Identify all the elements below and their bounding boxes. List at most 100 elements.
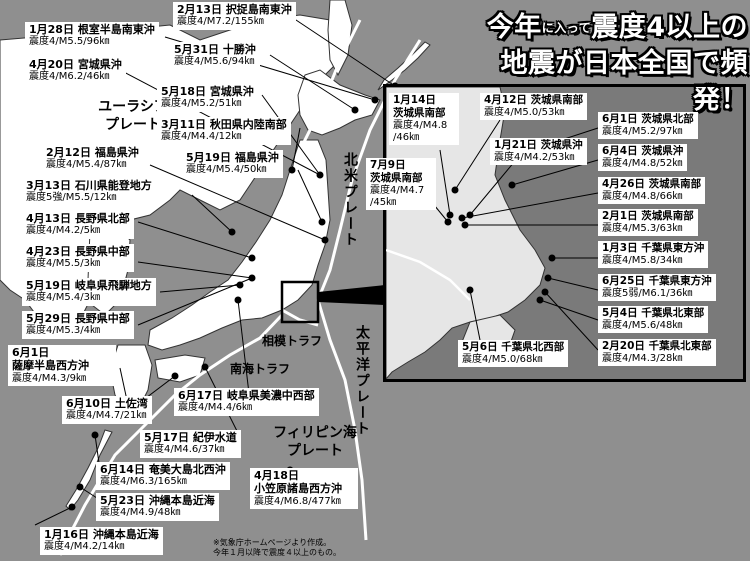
quake-place: 茨城県沖 xyxy=(641,145,684,157)
quake-place: 小笠原諸島西方沖 xyxy=(254,482,342,496)
eurasia-na-boundary xyxy=(280,19,362,310)
quake-detail: 震度4/M5.6/48㎞ xyxy=(602,319,683,331)
quake-detail: 震度4/M5.3/4㎞ xyxy=(26,325,100,337)
quake-place: 択捉島南東沖 xyxy=(225,3,292,16)
sagami-trough-label: 相模トラフ xyxy=(262,334,323,348)
inset-quake-label: 1月14日茨城県南部震度4/M4.8 /46㎞ xyxy=(389,93,459,145)
quake-date: 4月20日 xyxy=(29,58,74,71)
quake-detail: 震度4/M6.3/165㎞ xyxy=(100,476,187,488)
quake-label: 5月19日 福島県沖震度4/M5.4/50㎞ xyxy=(182,150,283,178)
quake-detail: 震度4/M4.7 /45㎞ xyxy=(370,184,425,208)
inset-quake-label: 2月1日 茨城県南部震度4/M5.3/63㎞ xyxy=(598,209,698,236)
quake-date: 5月19日 xyxy=(186,151,231,164)
quake-detail: 震度4/M5.4/87㎞ xyxy=(46,159,127,171)
quake-detail: 震度4/M5.0/53㎞ xyxy=(484,106,565,118)
quake-date: 4月13日 xyxy=(26,212,71,225)
quake-detail: 震度4/M4.6/37㎞ xyxy=(144,444,225,456)
quake-place: 茨城県南部 xyxy=(530,94,584,106)
quake-place: 茨城県南部 xyxy=(370,171,423,184)
inset-quake-label: 5月4日 千葉県北東部震度4/M5.6/48㎞ xyxy=(598,306,709,333)
inset-quake-label: 4月26日 茨城県南部震度4/M4.8/66㎞ xyxy=(598,177,706,204)
quake-place: 根室半島南東沖 xyxy=(77,23,155,36)
philippine-plate-label: フィリピン海 プレート xyxy=(273,425,357,459)
quake-detail: 震度4/M6.2/46㎞ xyxy=(29,71,110,83)
quake-label: 3月11日 秋田県内陸南部震度4/M4.4/12㎞ xyxy=(157,117,291,145)
quake-date: 6月4日 xyxy=(602,145,638,157)
headline-part: 震度4以上の xyxy=(591,12,748,43)
quake-label: 5月19日 岐阜県飛騨地方震度4/M5.4/3㎞ xyxy=(22,278,156,306)
inset-quake-label: 7月9日茨城県南部震度4/M4.7 /45㎞ xyxy=(366,158,436,210)
quake-date: 5月29日 xyxy=(26,312,71,325)
quake-detail: 震度4/M4.4/6㎞ xyxy=(178,402,252,414)
quake-place: 茨城県北部 xyxy=(641,113,694,125)
quake-date: 6月1日 xyxy=(602,113,638,125)
quake-date: 5月6日 xyxy=(462,341,498,353)
quake-place: 土佐湾 xyxy=(114,397,148,410)
quake-label: 5月23日 沖縄本島近海震度4/M4.9/48㎞ xyxy=(96,493,219,521)
quake-detail: 震度4/M4.3/9㎞ xyxy=(12,372,86,384)
inset-quake-label: 6月4日 茨城県沖震度4/M4.8/52㎞ xyxy=(598,144,688,171)
quake-label: 4月20日 宮城県沖震度4/M6.2/46㎞ xyxy=(25,57,126,85)
quake-place: 沖縄本島近海 xyxy=(148,494,215,507)
inset-quake-label: 2月20日 千葉県北東部震度4/M4.3/28㎞ xyxy=(598,339,716,366)
quake-date: 1月21日 xyxy=(494,139,537,151)
quake-date: 5月19日 xyxy=(26,279,71,292)
quake-date: 1月3日 xyxy=(602,242,638,254)
quake-place: 千葉県東方沖 xyxy=(648,275,712,287)
nankai-trough xyxy=(58,313,284,556)
quake-detail: 震度4/M5.2/51㎞ xyxy=(161,98,242,110)
quake-label: 4月18日小笠原諸島西方沖震度4/M6.8/477㎞ xyxy=(250,468,358,509)
quake-date: 4月18日 xyxy=(254,469,299,482)
inset-quake-label: 1月21日 茨城県沖震度4/M4.2/53㎞ xyxy=(490,138,587,165)
quake-label: 2月13日 択捉島南東沖震度4/M7.2/155㎞ xyxy=(173,2,296,30)
quake-date: 6月17日 xyxy=(178,389,223,402)
quake-date: 4月12日 xyxy=(484,94,527,106)
quake-label: 5月17日 紀伊水道震度4/M4.6/37㎞ xyxy=(140,430,241,458)
quake-place: 茨城県南部 xyxy=(641,210,694,222)
quake-label: 3月13日 石川県能登地方震度5強/M5.5/12㎞ xyxy=(22,178,156,206)
quake-place: 岐阜県美濃中西部 xyxy=(226,389,315,402)
quake-place: 千葉県北東部 xyxy=(648,340,712,352)
quake-label: 6月1日薩摩半島西方沖震度4/M4.3/9㎞ xyxy=(8,345,116,386)
quake-place: 茨城県南部 xyxy=(393,106,446,119)
honshu xyxy=(147,139,331,351)
quake-date: 5月17日 xyxy=(144,431,189,444)
quake-detail: 震度4/M5.3/63㎞ xyxy=(602,222,683,234)
quake-label: 6月14日 奄美大島北西沖震度4/M6.3/165㎞ xyxy=(96,462,230,490)
headline-part: 今年 xyxy=(486,12,542,43)
quake-place: 千葉県北東部 xyxy=(641,307,705,319)
quake-date: 4月23日 xyxy=(26,245,71,258)
quake-label: 6月17日 岐阜県美濃中西部震度4/M4.4/6㎞ xyxy=(174,388,319,416)
source-note-line: ※気象庁ホームページより作成。 xyxy=(213,538,332,547)
quake-detail: 震度4/M5.2/97㎞ xyxy=(602,125,683,137)
quake-place: 奄美大島北西沖 xyxy=(148,463,226,476)
quake-date: 6月14日 xyxy=(100,463,145,476)
quake-date: 5月23日 xyxy=(100,494,145,507)
quake-place: 宮城県沖 xyxy=(77,58,122,71)
headline-small: に入って xyxy=(541,21,592,35)
quake-label: 2月12日 福島県沖震度4/M5.4/87㎞ xyxy=(42,145,143,173)
quake-date: 3月13日 xyxy=(26,179,71,192)
quake-place: 薩摩半島西方沖 xyxy=(12,359,89,373)
inset-quake-label: 6月25日 千葉県東方沖震度5弱/M6.1/36㎞ xyxy=(598,274,716,301)
nankai-trough-label: 南海トラフ xyxy=(230,362,291,376)
headline-line1: 今年に入って震度4以上の xyxy=(458,10,748,46)
izu-bonin-trench xyxy=(316,299,368,541)
quake-date: 5月31日 xyxy=(174,43,219,56)
quake-date: 6月1日 xyxy=(12,346,50,359)
inset-quake-label: 5月6日 千葉県北西部震度4/M5.0/68㎞ xyxy=(458,340,569,367)
quake-date: 1月28日 xyxy=(29,23,74,36)
inset-quake-label: 6月1日 茨城県北部震度4/M5.2/97㎞ xyxy=(598,112,698,139)
quake-label: 6月10日 土佐湾震度4/M4.7/21㎞ xyxy=(62,396,152,424)
quake-date: 6月25日 xyxy=(602,275,645,287)
quake-label: 5月31日 十勝沖震度4/M5.6/94㎞ xyxy=(170,42,260,70)
quake-place: 紀伊水道 xyxy=(192,431,237,444)
headline-line2: 地震が日本全国で頻発！ xyxy=(500,48,748,115)
quake-label: 1月28日 根室半島南東沖震度4/M5.5/96㎞ xyxy=(25,22,159,50)
quake-label: 1月16日 沖縄本島近海震度4/M4.2/14㎞ xyxy=(40,527,163,555)
japan-trench xyxy=(316,39,422,301)
source-note-line: 今年１月以降で震度４以上のもの。 xyxy=(213,548,341,557)
quake-detail: 震度4/M4.9/48㎞ xyxy=(100,507,181,519)
quake-detail: 震度4/M4.4/12㎞ xyxy=(161,131,242,143)
inset-quake-label: 4月12日 茨城県南部震度4/M5.0/53㎞ xyxy=(480,93,588,120)
